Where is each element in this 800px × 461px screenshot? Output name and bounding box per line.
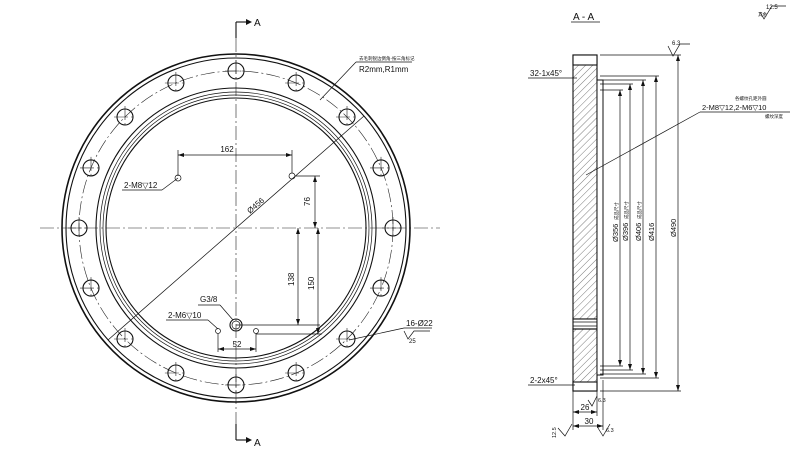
section-label-top: A	[254, 18, 261, 29]
roughness-b2-value: 6.3	[606, 428, 614, 434]
g38-label: G3/8	[200, 295, 218, 304]
step-circle-2	[99, 91, 373, 365]
roughness-b1-value: 6.3	[598, 398, 606, 404]
section-gap	[572, 318, 598, 330]
section-dia-406-label: Ø406	[634, 223, 643, 241]
section-tap-suffix: 螺纹深度	[765, 113, 783, 120]
dim-30-label: 30	[585, 417, 594, 426]
section-dia-note: 成品尺寸	[636, 201, 643, 219]
step-circle-3	[102, 94, 370, 362]
holes-roughness-symbol: 25	[403, 330, 430, 345]
section-dia-356-label: Ø356	[611, 224, 620, 242]
section-mark-top: A	[235, 18, 261, 38]
section-dia-note: 成品尺寸	[613, 202, 620, 220]
roughness-bl-value: 12.5	[552, 427, 558, 438]
deburr-radii: R2mm,R1mm	[359, 65, 409, 74]
holes-callout: 16-Ø22	[406, 319, 433, 328]
holes-roughness-value: 25	[409, 339, 416, 345]
m6-hole-right	[253, 328, 259, 334]
roughness-top-value: 6.3	[672, 41, 681, 47]
section-roughness-bl: 12.5	[552, 423, 573, 438]
chamfer-bottom-label: 2-2x45°	[530, 376, 558, 385]
section-dia-396-label: Ø396	[621, 223, 630, 241]
general-roughness: 12.5 其余	[758, 5, 786, 20]
section-tap-callout: 2-M8▽12,2-M6▽10	[702, 103, 766, 112]
dim-138-label: 138	[287, 272, 296, 286]
section-dia-490-label: Ø490	[669, 219, 678, 237]
m6-hole-left	[215, 328, 221, 334]
step-circle-1	[95, 87, 377, 369]
section-dia-416-label: Ø416	[647, 223, 656, 241]
bore-circle	[105, 97, 367, 359]
section-note-small: 各螺纹孔距外圆	[735, 95, 767, 102]
section-dia-note: 成品尺寸	[623, 201, 630, 219]
general-roughness-rest: 其余	[758, 11, 767, 18]
dim-150-label: 150	[307, 276, 316, 290]
section-mark-bottom: A	[235, 424, 261, 449]
dim-76-label: 76	[303, 197, 312, 206]
bolt-holes	[68, 60, 404, 396]
section-roughness-b2: 6.3	[597, 423, 614, 437]
deburr-note: 去毛刺锐边倒角-按三角标记	[359, 55, 415, 62]
dia-456-label: Ø456	[245, 196, 266, 216]
m8-hole-right	[288, 172, 296, 180]
dim-162-label: 162	[220, 145, 234, 154]
outer-rim	[61, 53, 411, 403]
section-title: A - A	[573, 12, 594, 23]
general-roughness-value: 12.5	[766, 5, 778, 11]
outer-chamfer-circle	[65, 57, 407, 399]
section-roughness-top: 6.3	[667, 41, 690, 57]
chamfer-top-label: 32-1x45°	[530, 69, 562, 78]
section-roughness-b1: 6.3	[587, 395, 606, 407]
section-body-upper	[572, 54, 598, 320]
dia-456-line	[107, 115, 365, 341]
dim-26-label: 26	[581, 403, 590, 412]
front-view: A A Ø456 162 76 2-M8▽12	[40, 18, 440, 449]
dim-52-label: 52	[233, 340, 242, 349]
tap-m6-label: 2-M6▽10	[168, 311, 202, 320]
tap-m8-label: 2-M8▽12	[124, 181, 158, 190]
section-label-bottom: A	[254, 438, 261, 449]
